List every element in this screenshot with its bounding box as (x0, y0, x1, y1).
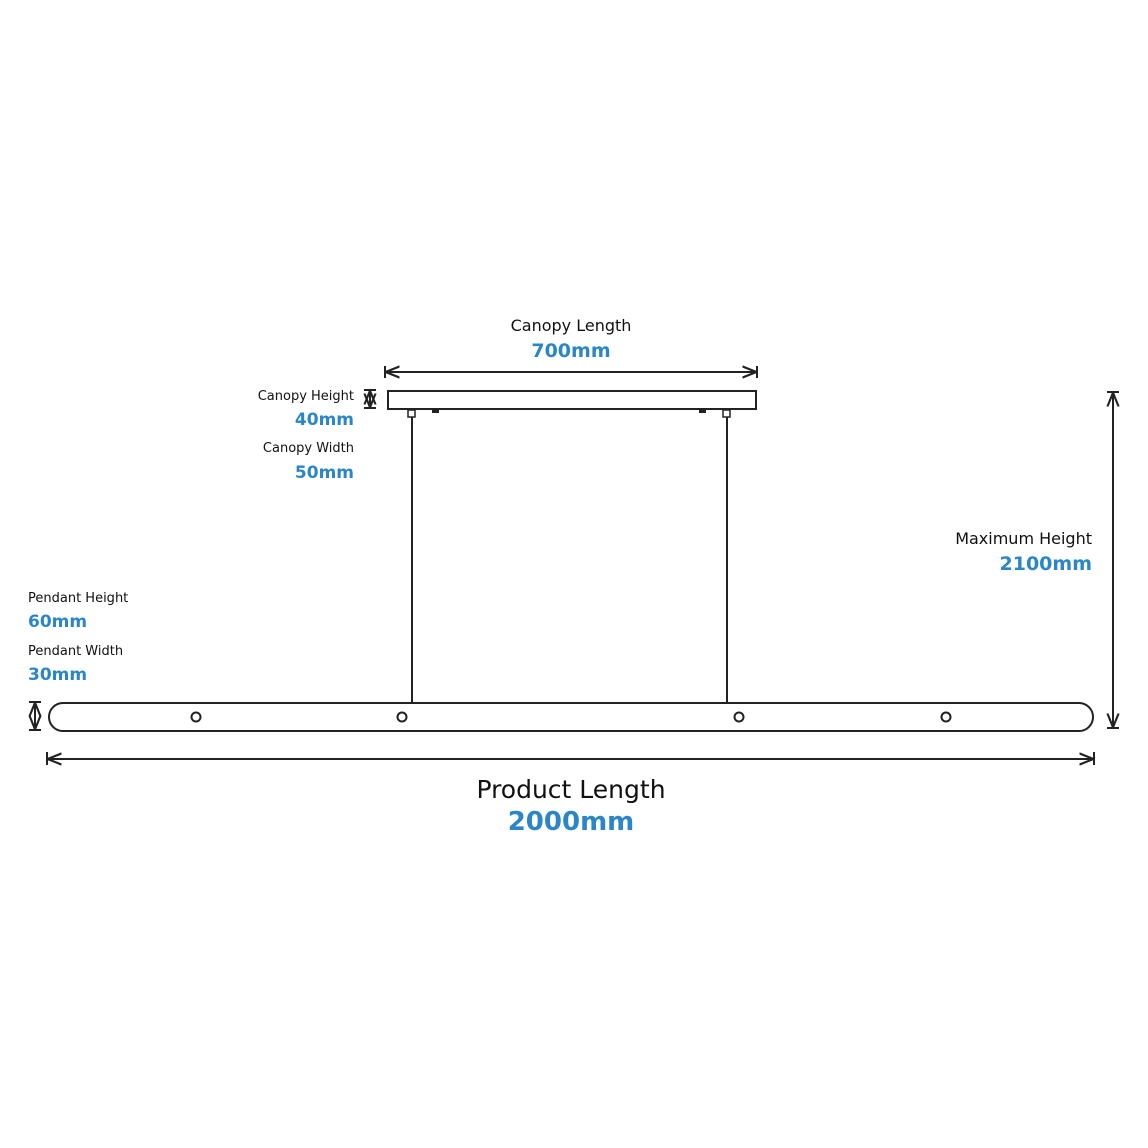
light-point-icon (940, 711, 952, 723)
canopy-length-value: 700mm (531, 340, 610, 362)
product-length-value: 2000mm (508, 807, 635, 837)
pendant-width-value: 30mm (28, 665, 87, 685)
canopy-height-label: Canopy Height (258, 389, 354, 404)
light-point-icon (190, 711, 202, 723)
maximum-height-value: 2100mm (1000, 553, 1092, 575)
pendant-height-value: 60mm (28, 612, 87, 632)
canopy-width-label: Canopy Width (263, 441, 354, 456)
canopy-width-value: 50mm (295, 463, 354, 483)
canopy-height-value: 40mm (295, 410, 354, 430)
product-length-label: Product Length (476, 775, 665, 804)
canopy-length-label: Canopy Length (511, 316, 632, 335)
maximum-height-dimension (1107, 391, 1119, 729)
canopy-length-dimension (384, 366, 758, 378)
light-point-icon (396, 711, 408, 723)
light-point-icon (733, 711, 745, 723)
canopy (387, 390, 757, 418)
pendant-height-label: Pendant Height (28, 591, 128, 606)
maximum-height-label: Maximum Height (955, 529, 1092, 548)
pendant-width-label: Pendant Width (28, 644, 123, 659)
canopy-height-dimension (364, 389, 376, 409)
pendant-bar (48, 702, 1094, 732)
product-length-dimension (46, 752, 1095, 765)
pendant-height-dimension (29, 701, 41, 731)
